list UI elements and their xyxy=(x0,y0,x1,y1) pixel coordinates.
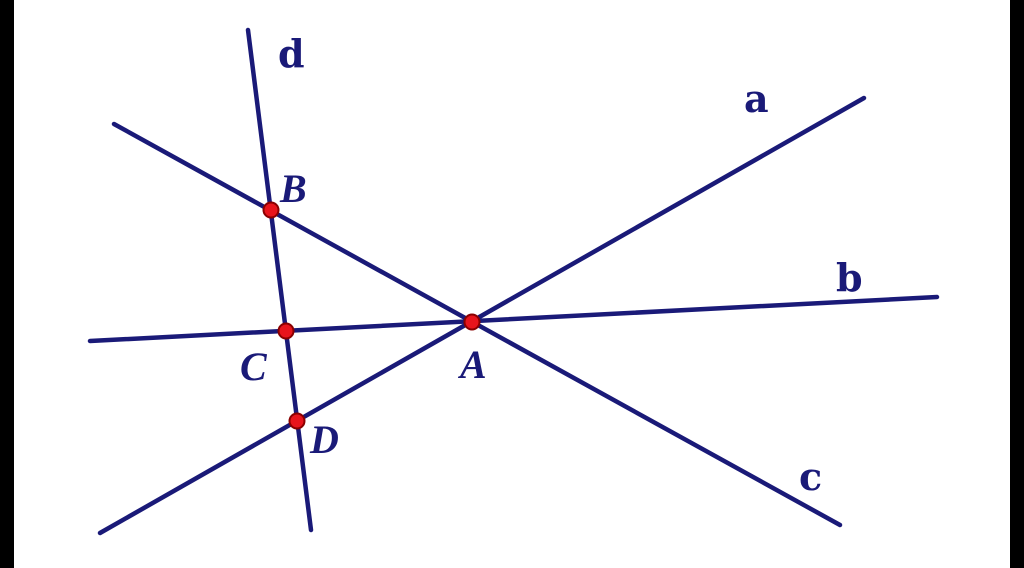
line-label-c: c xyxy=(799,454,822,499)
line-a xyxy=(97,95,867,536)
diagram-canvas xyxy=(14,0,1010,568)
line-label-b: b xyxy=(836,255,863,300)
point-B xyxy=(262,201,280,219)
line-label-a: a xyxy=(744,76,769,121)
line-label-d: d xyxy=(278,31,305,76)
point-label-B: B xyxy=(279,166,307,211)
point-label-C: C xyxy=(240,344,268,389)
point-A xyxy=(463,313,481,331)
point-C xyxy=(277,322,295,340)
point-D xyxy=(288,412,306,430)
line-d xyxy=(245,27,314,533)
line-b xyxy=(87,294,940,344)
point-label-A: A xyxy=(457,342,487,387)
point-label-D: D xyxy=(309,417,339,462)
